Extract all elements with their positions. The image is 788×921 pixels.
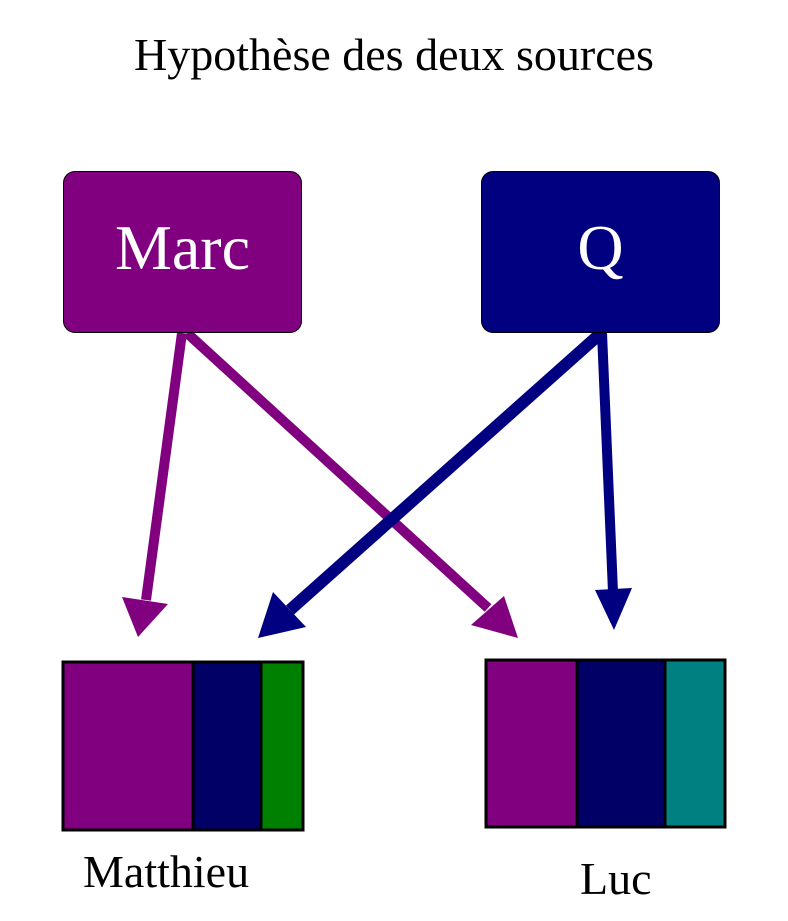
matthieu-marc-segment (63, 662, 193, 830)
source-q-label: Q (577, 212, 624, 283)
source-marc-box: Marc (63, 171, 302, 333)
source-q-box: Q (481, 171, 720, 333)
arrow-q-to-luc (595, 332, 632, 630)
gospel-luc-label: Luc (580, 853, 652, 904)
diagram-title: Hypothèse des deux sources (134, 29, 654, 80)
source-marc-label: Marc (114, 212, 251, 283)
arrow-marc-to-luc (183, 329, 518, 638)
matthieu-special-segment (261, 662, 303, 830)
arrow-q-to-matthieu (258, 328, 605, 638)
matthieu-q-segment (193, 662, 261, 830)
matthieu-block (61, 660, 305, 832)
luc-special-segment (665, 660, 725, 827)
luc-q-segment (577, 660, 665, 827)
arrow-marc-to-matthieu (122, 332, 187, 637)
luc-block (484, 658, 727, 829)
luc-marc-segment (486, 660, 577, 827)
gospel-matthieu-label: Matthieu (83, 846, 250, 897)
